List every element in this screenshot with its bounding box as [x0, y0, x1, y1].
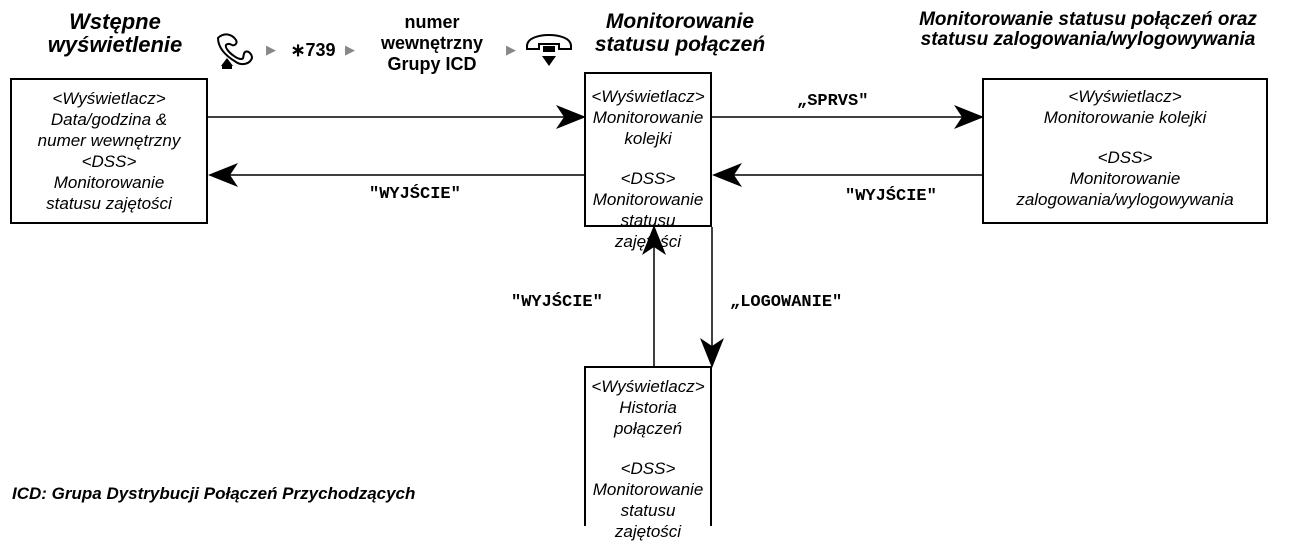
box-line: Monitorowanie — [53, 173, 165, 192]
label-logging: „LOGOWANIE" — [730, 293, 843, 312]
box-line: numer wewnętrzny — [37, 131, 181, 150]
label-exit-to-initial: "WYJŚCIE" — [369, 185, 461, 204]
box-initial-display: <Wyświetlacz> Data/godzina & numer wewnę… — [10, 78, 208, 224]
title-initial-line1: Wstępne — [69, 9, 161, 34]
box-login-status-monitoring: <Wyświetlacz> Monitorowanie kolejki <DSS… — [982, 78, 1268, 224]
title-login: Monitorowanie statusu połączeń oraz stat… — [872, 10, 1304, 50]
box-line: Historia połączeń — [613, 398, 683, 438]
extension-number-label: numer wewnętrzny Grupy ICD — [380, 12, 484, 74]
box-line: <DSS> — [620, 169, 676, 188]
sequence-separator-icon: ▶ — [506, 42, 516, 57]
box-line: Monitorowanie — [1069, 169, 1181, 188]
label-exit-from-login: "WYJŚCIE" — [845, 187, 937, 206]
box-line: <Wyświetlacz> — [591, 87, 705, 106]
handset-offhook-icon — [216, 33, 254, 69]
title-monitoring-line1: Monitorowanie — [605, 10, 755, 33]
box-line: <DSS> — [620, 459, 676, 478]
box-call-history: <Wyświetlacz> Historia połączeń <DSS> Mo… — [584, 366, 712, 541]
box-line: zalogowania/wylogowywania — [1016, 190, 1234, 209]
title-monitoring: Monitorowanie statusu połączeń — [580, 10, 780, 56]
flow-arrows — [208, 105, 984, 368]
title-initial-line2: wyświetlenie — [47, 32, 183, 57]
title-login-line2: statusu zalogowania/wylogowywania — [920, 29, 1256, 50]
box-line: <Wyświetlacz> — [1068, 87, 1182, 106]
box-line: statusu zajętości — [614, 211, 682, 251]
box-call-status-monitoring: <Wyświetlacz> Monitorowanie kolejki <DSS… — [584, 72, 712, 251]
handset-onhook-icon — [526, 33, 572, 66]
box-line: statusu zajętości — [614, 501, 682, 541]
box-line: <Wyświetlacz> — [591, 377, 705, 396]
box-line: statusu zajętości — [46, 194, 172, 213]
footnote: ICD: Grupa Dystrybucji Połączeń Przychod… — [12, 484, 416, 503]
title-monitoring-line2: statusu połączeń — [594, 33, 766, 56]
box-line: Monitorowanie — [592, 190, 704, 209]
label-sprvs: „SPRVS" — [797, 92, 869, 111]
box-line: Monitorowanie kolejki — [592, 108, 704, 148]
sequence-separator-icon: ▶ — [266, 42, 276, 57]
box-line: Data/godzina & — [50, 110, 168, 129]
title-initial: Wstępne wyświetlenie — [30, 10, 200, 56]
label-exit-from-history: "WYJŚCIE" — [511, 293, 603, 312]
sequence-separator-icon: ▶ — [345, 42, 355, 57]
box-line: Monitorowanie — [592, 480, 704, 499]
box-line: <DSS> — [1097, 148, 1153, 167]
box-line: <Wyświetlacz> — [52, 89, 166, 108]
box-line: Monitorowanie kolejki — [1043, 108, 1207, 127]
feature-code: ∗739 — [290, 40, 336, 60]
title-login-line1: Monitorowanie statusu połączeń oraz — [919, 9, 1257, 30]
box-line: <DSS> — [81, 152, 137, 171]
